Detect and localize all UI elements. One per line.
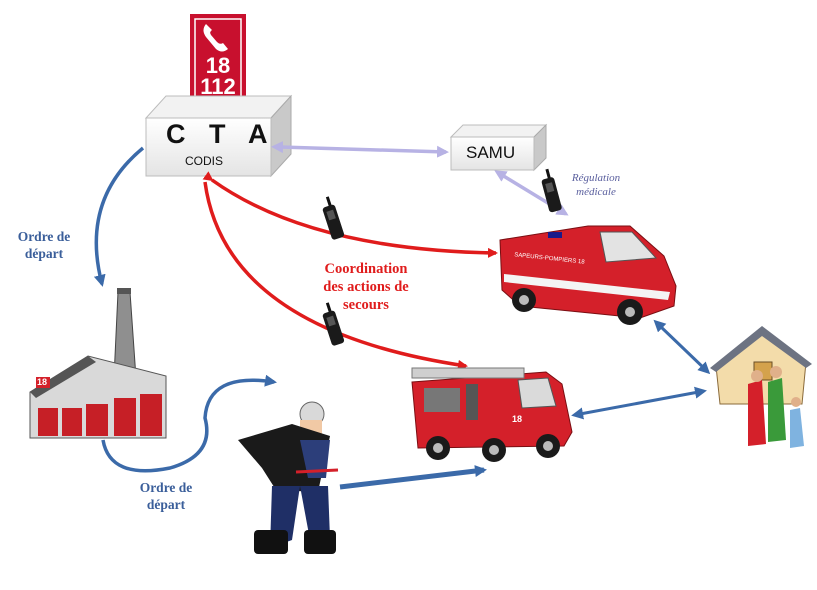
cta-codis-box xyxy=(144,94,293,178)
dispatch-arrow-to-station xyxy=(93,146,145,287)
logo-number-18: 18 xyxy=(205,53,231,78)
ordre-depart-label-bottom: Ordre de départ xyxy=(128,480,204,514)
engine-victims-link xyxy=(571,386,707,420)
samu-label: SAMU xyxy=(466,143,516,162)
station-number: 18 xyxy=(37,377,48,387)
cta-samu-link xyxy=(271,141,449,158)
label-line: secours xyxy=(343,297,389,314)
ambulance-illustration xyxy=(499,225,677,325)
firefighter-to-engine-arrow xyxy=(339,465,487,490)
cta-subtitle: CODIS xyxy=(185,154,224,168)
label-line: Ordre de xyxy=(139,480,193,495)
cta-title: C T A xyxy=(166,119,276,149)
ordre-depart-label-top: Ordre de départ xyxy=(6,229,82,263)
radio-icon xyxy=(541,168,562,213)
label-line: Régulation xyxy=(571,172,621,184)
phone-icon xyxy=(203,24,228,52)
fire-station-illustration xyxy=(29,288,167,439)
regulation-label: Régulation médicale xyxy=(556,171,636,200)
samu-box xyxy=(449,123,548,172)
ambulance-victims-link xyxy=(653,319,711,375)
firefighter-illustration xyxy=(238,401,339,554)
house-family-illustration xyxy=(710,326,812,448)
engine-number: 18 xyxy=(512,414,523,424)
coordination-arrow-engine xyxy=(203,181,468,370)
label-line: Coordination xyxy=(324,261,408,277)
dispatch-arrow-to-firefighter xyxy=(101,374,277,473)
radio-icon xyxy=(322,302,345,346)
label-line: départ xyxy=(24,245,64,261)
emergency-numbers-logo xyxy=(190,14,246,102)
label-line: des actions de xyxy=(323,279,409,296)
coordination-label: Coordination des actions de secours xyxy=(302,260,430,314)
label-line: Ordre de xyxy=(17,229,71,244)
label-line: médicale xyxy=(576,186,616,199)
radio-icon xyxy=(322,196,345,240)
label-line: départ xyxy=(146,496,186,512)
fire-engine-illustration xyxy=(411,367,573,462)
logo-number-112: 112 xyxy=(200,74,236,99)
coordination-arrow-ambulance xyxy=(202,171,498,258)
